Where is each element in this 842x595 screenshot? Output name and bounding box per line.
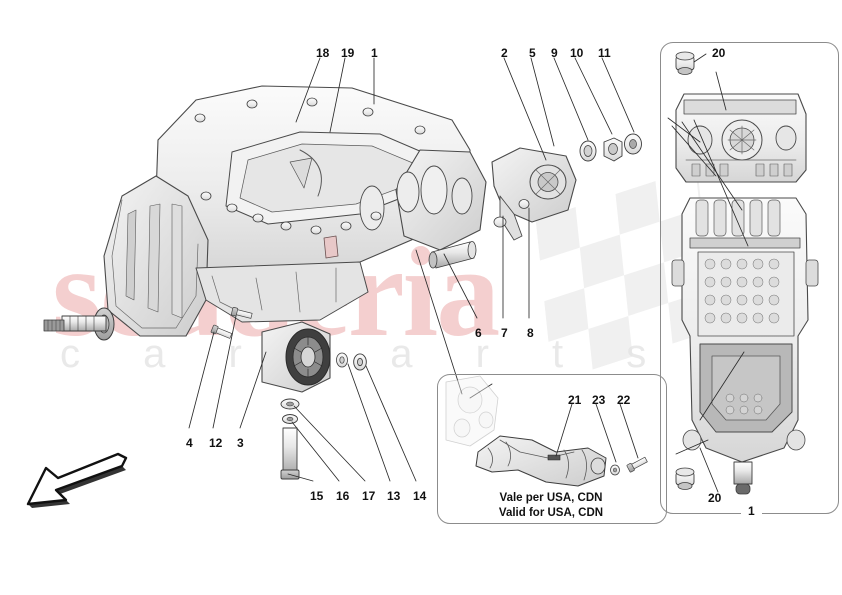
callout-number-6-8: 6 <box>475 326 482 340</box>
callout-number-17-16: 17 <box>362 489 376 503</box>
callout-number-19-1: 19 <box>341 46 355 60</box>
callout-number-20-22: 20 <box>712 46 726 60</box>
callout-number-12-12: 12 <box>209 436 223 450</box>
callout-number-10-6: 10 <box>570 46 584 60</box>
callout-number-15-14: 15 <box>310 489 324 503</box>
callout-number-9-5: 9 <box>551 46 558 60</box>
callout-number-2-3: 2 <box>501 46 508 60</box>
callout-number-18-0: 18 <box>316 46 330 60</box>
callout-number-8-10: 8 <box>527 326 534 340</box>
transmission-top-views-panel <box>660 42 839 514</box>
callout-number-5-4: 5 <box>529 46 536 60</box>
callout-number-13-17: 13 <box>387 489 401 503</box>
callout-number-14-18: 14 <box>413 489 427 503</box>
usa-cdn-variant-inset <box>437 374 667 524</box>
inset-caption-english: Valid for USA, CDN <box>498 507 604 519</box>
callout-number-20-23: 20 <box>708 491 722 505</box>
callout-number-7-9: 7 <box>501 326 508 340</box>
callout-number-11-7: 11 <box>598 46 611 60</box>
callout-number-22-21: 22 <box>617 393 631 407</box>
callout-number-1-2: 1 <box>371 46 378 60</box>
callout-number-3-13: 3 <box>237 436 244 450</box>
inset-caption-italian: Vale per USA, CDN <box>499 492 603 504</box>
direction-of-travel-arrow <box>26 452 128 508</box>
callout-number-23-20: 23 <box>592 393 606 407</box>
callout-number-4-11: 4 <box>186 436 193 450</box>
callout-right-panel-1: 1 <box>741 505 762 517</box>
callout-number-16-15: 16 <box>336 489 350 503</box>
callout-number-21-19: 21 <box>568 393 582 407</box>
